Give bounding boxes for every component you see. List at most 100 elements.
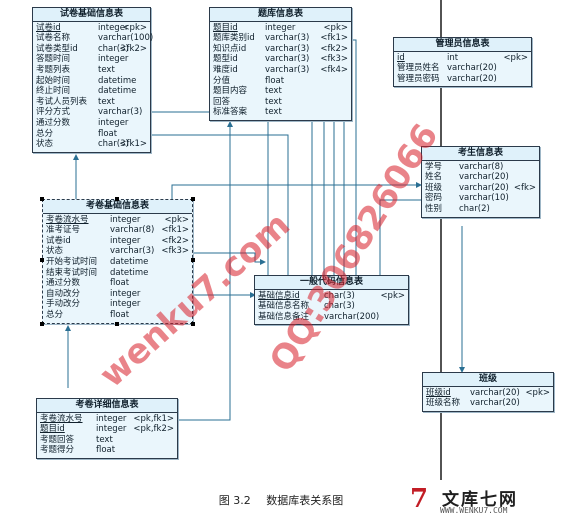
field-name: 手动改分 (46, 299, 81, 310)
rel-kaoshi-xuesheng (171, 182, 422, 200)
field-name: 考题列表 (36, 64, 71, 75)
field-type: char(3) (324, 290, 355, 301)
field-name: 考试人员列表 (36, 96, 88, 107)
field-key: <pk> (122, 22, 147, 33)
field-type: text (265, 96, 282, 107)
field-key: <fk1> (320, 33, 348, 44)
field-name: 姓名 (425, 172, 443, 183)
table-title: 班级 (423, 373, 553, 387)
field-name: 题型id (213, 54, 238, 65)
field-key: <pk> (503, 52, 528, 63)
field-type: varchar(3) (265, 54, 310, 65)
table-row: 题库类别id varchar(3) <fk1> (213, 33, 348, 44)
field-name: 基础信息备注 (258, 311, 310, 322)
field-type: integer (98, 22, 129, 33)
resize-handle[interactable] (115, 321, 119, 326)
resize-handle[interactable] (191, 197, 195, 201)
field-type: varchar(20) (459, 172, 509, 183)
logo-url: WWW.WENKU7.COM (440, 506, 508, 515)
field-type: datetime (110, 267, 149, 278)
field-name: 班级 (425, 182, 443, 193)
field-name: 评分方式 (36, 107, 71, 118)
field-name: 试卷id (46, 235, 71, 246)
field-key: <fk3> (320, 54, 348, 65)
field-name: 总分 (36, 128, 54, 139)
field-type: varchar(10) (459, 193, 509, 204)
rel-tiku-daima-1 (350, 39, 359, 286)
table-title: 考生信息表 (422, 147, 539, 161)
resize-handle[interactable] (40, 321, 44, 326)
field-key: <fk> (513, 182, 536, 193)
field-name: id (397, 52, 405, 63)
resize-handle[interactable] (191, 321, 195, 326)
field-type: varchar(3) (265, 64, 310, 75)
field-type: float (96, 445, 116, 456)
field-key: <pk> (380, 290, 405, 301)
field-type: varchar(3) (110, 246, 155, 257)
field-name: 学号 (425, 161, 443, 172)
table-title: 管理员信息表 (394, 38, 531, 52)
field-key: <fk2> (320, 43, 348, 54)
field-type: datetime (98, 75, 137, 86)
field-name: 题库类别id (213, 33, 255, 44)
table-row: 题型id varchar(3) <fk3> (213, 54, 348, 65)
field-key: <fk2> (161, 235, 189, 246)
field-type: varchar(8) (459, 161, 504, 172)
field-type: varchar(20) (470, 387, 520, 398)
field-type: int (447, 52, 459, 63)
field-name: 终止时间 (36, 86, 71, 97)
field-key: <pk,fk2> (133, 424, 174, 435)
field-type: float (265, 75, 285, 86)
logo-mark-icon: 7 (410, 484, 429, 514)
field-name: 通过分数 (36, 117, 71, 128)
field-name: 题目id (213, 22, 238, 33)
field-type: varchar(100) (98, 33, 154, 44)
field-key: <pk,fk1> (133, 413, 174, 424)
resize-handle[interactable] (40, 258, 44, 262)
field-type: varchar(3) (265, 33, 310, 44)
resize-handle[interactable] (40, 197, 44, 201)
site-logo: 7 文库七网 WWW.WENKU7.COM (410, 484, 560, 518)
field-name: 基础信息名称 (258, 301, 310, 312)
table-row: id int <pk> (397, 53, 528, 64)
field-name: 准考证号 (46, 225, 81, 236)
field-type: char(3) (98, 43, 129, 54)
field-key: <fk3> (161, 246, 189, 257)
table-title: 题库信息表 (210, 8, 351, 22)
figure-number: 图 3.2 (218, 494, 251, 507)
resize-handle[interactable] (115, 197, 119, 201)
resize-handle[interactable] (191, 258, 195, 262)
rel-xiangxi-tiku (176, 121, 233, 421)
field-name: 考题回答 (40, 434, 75, 445)
